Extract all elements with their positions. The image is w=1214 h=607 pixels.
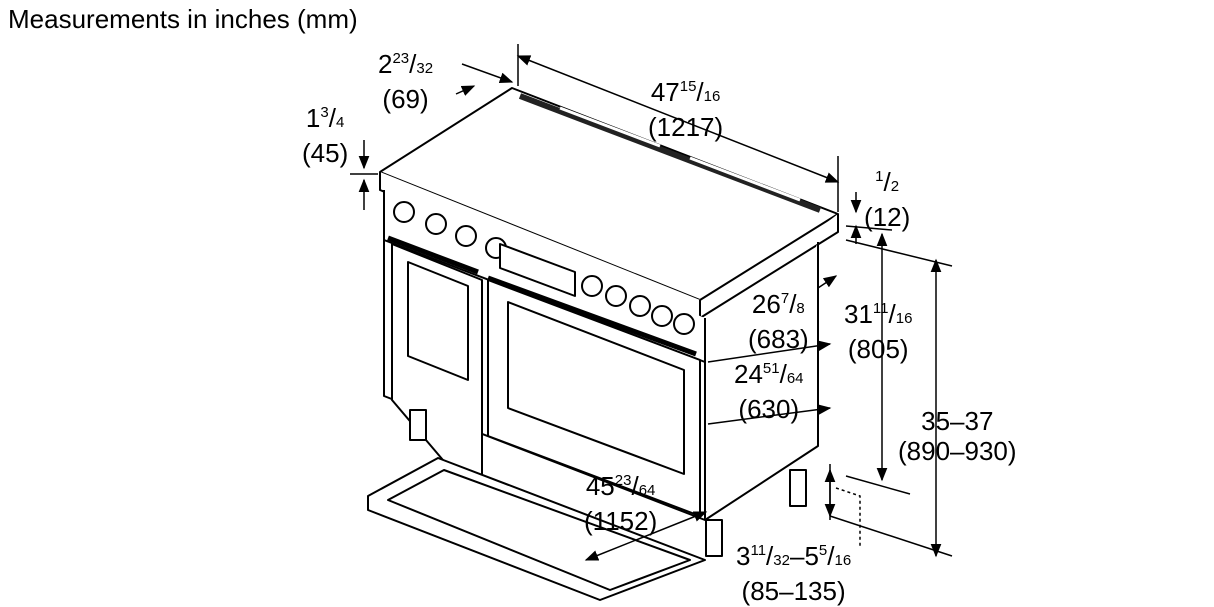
- dim-top-thickness: 13/4 (45): [302, 103, 349, 168]
- dimension-lines: [350, 44, 953, 561]
- dim-oven-height: 267/8 (683): [748, 289, 809, 354]
- dim-door-open-depth: 4523/64 (1152): [584, 471, 658, 536]
- page-title: Measurements in inches (mm): [8, 4, 358, 34]
- control-knobs-right: [581, 275, 695, 335]
- range-illustration: [367, 87, 839, 601]
- dim-total-height: 35–37 (890–930): [898, 406, 1017, 466]
- dim-leg-height: 311/32–55/16 (85–135): [736, 541, 852, 606]
- dim-door-height: 2451/64 (630): [734, 359, 804, 424]
- dim-backguard: 1/2 (12): [864, 167, 911, 232]
- dim-body-height: 3111/16 (805): [844, 299, 913, 364]
- dim-back-offset: 223/32 (69): [378, 49, 434, 114]
- dim-width: 4715/16 (1217): [648, 77, 724, 142]
